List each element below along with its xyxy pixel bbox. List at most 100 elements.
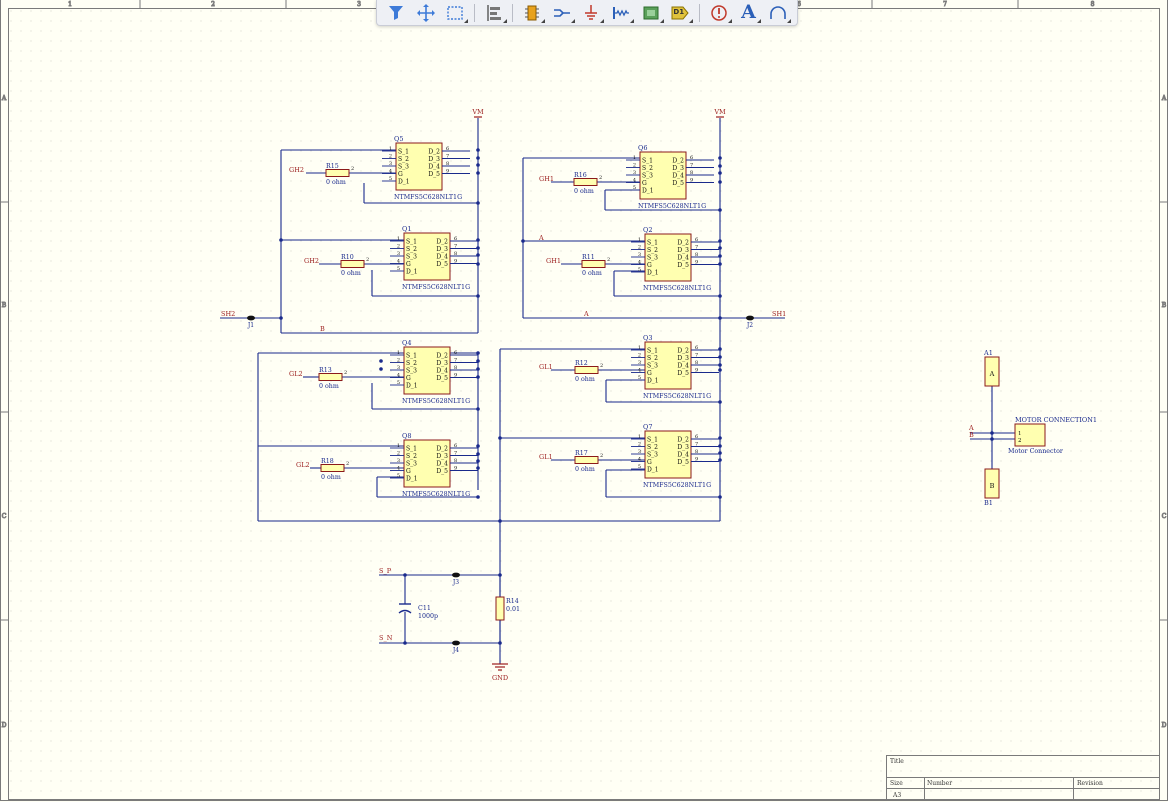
dev-button[interactable]: D1 — [669, 2, 694, 24]
pin-number: 1 — [633, 155, 636, 161]
align-button[interactable] — [483, 2, 507, 24]
net-label-sh2: SH2 — [221, 310, 235, 318]
comment: 0 ohm — [319, 383, 339, 390]
component-body — [403, 232, 451, 281]
test-point-a1[interactable]: AA1 — [983, 349, 1000, 387]
junction-dot — [718, 294, 722, 298]
pin-number: 2 — [600, 453, 603, 459]
comment: 0 ohm — [574, 188, 594, 195]
move-button[interactable] — [415, 2, 437, 24]
power-port-vm1[interactable]: VM — [471, 108, 484, 118]
test-point-b1[interactable]: BB1 — [984, 468, 1000, 507]
junction-dot — [476, 375, 480, 379]
pin-name: D_1 — [647, 270, 659, 277]
select-button[interactable] — [444, 2, 469, 24]
pin-name: S_1 — [647, 437, 658, 444]
pin-number: 3 — [397, 251, 400, 257]
size-label: Size — [890, 780, 903, 787]
pin-name: D_2 — [428, 149, 440, 156]
pin-name: S_1 — [647, 240, 658, 247]
pin-name: D_5 — [672, 180, 684, 187]
component-body — [581, 260, 606, 268]
sheet-button[interactable] — [640, 2, 664, 24]
ground-port-icon — [581, 3, 601, 23]
pin-name: S_2 — [406, 246, 417, 253]
pin-name: S_3 — [647, 255, 658, 262]
dropdown-arrow-icon — [600, 18, 605, 23]
arc-button[interactable] — [767, 2, 792, 24]
pin-name: D_2 — [436, 239, 448, 246]
pin-name: D_2 — [436, 353, 448, 360]
part-button[interactable] — [521, 2, 545, 24]
pin-number: 9 — [454, 466, 457, 472]
pin-name: B — [990, 482, 995, 490]
text-button[interactable]: A — [737, 2, 762, 24]
pin-name: S_2 — [406, 360, 417, 367]
pin-name: D_5 — [436, 468, 448, 475]
component-body — [403, 439, 451, 488]
junction-dot — [718, 180, 722, 184]
connection-point-j2[interactable] — [746, 315, 754, 321]
connection-point-j1[interactable] — [247, 315, 255, 321]
ground-label: GND — [492, 674, 508, 682]
zone-label-right: B — [1162, 302, 1167, 309]
pin-name: S_2 — [647, 247, 658, 254]
gnd-button[interactable] — [580, 2, 605, 24]
pin-name: S_1 — [406, 446, 417, 453]
pin-number: 6 — [690, 155, 693, 161]
pin-number: 2 — [607, 257, 610, 263]
param-button[interactable] — [708, 2, 732, 24]
ground-port[interactable]: GND — [492, 663, 508, 682]
component-body — [325, 169, 350, 177]
pin-number: 6 — [446, 146, 449, 152]
connection-point-j3[interactable] — [452, 572, 460, 578]
designator: R11 — [582, 254, 595, 261]
harness-button[interactable] — [610, 2, 635, 24]
pin-number: 2 — [346, 461, 349, 467]
pin-name: S_1 — [642, 158, 653, 165]
power-label: VM — [471, 108, 484, 116]
filter-button[interactable] — [385, 2, 407, 24]
comment: NTMFS5C628NLT1G — [638, 203, 706, 210]
pin-number: 8 — [695, 360, 698, 366]
comment: NTMFS5C628NLT1G — [643, 285, 711, 292]
pin-name: S_3 — [398, 164, 409, 171]
junction-dot — [521, 239, 525, 243]
pin-name: D_2 — [677, 437, 689, 444]
pin-number: 2 — [397, 358, 400, 364]
pin-name: D_3 — [677, 444, 689, 451]
pin-name: S_3 — [406, 461, 417, 468]
connection-point-j4[interactable] — [452, 640, 460, 646]
pin-number: 7 — [454, 451, 457, 457]
zone-label-right: A — [1161, 95, 1167, 102]
power-port-vm2[interactable]: VM — [713, 108, 726, 118]
pin-name: G — [406, 468, 411, 475]
designator: R14 — [506, 598, 519, 605]
comment: 0 ohm — [575, 376, 595, 383]
zone-label-top: 7 — [943, 1, 947, 8]
wire-button[interactable] — [551, 2, 575, 24]
net-label-net-a_mid: A — [583, 310, 589, 318]
